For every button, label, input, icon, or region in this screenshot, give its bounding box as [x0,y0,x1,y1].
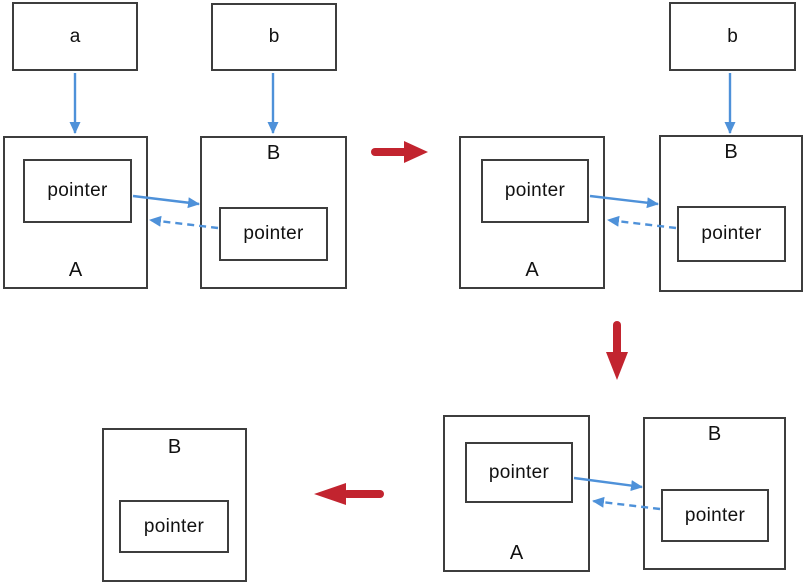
pointer-label: pointer [243,223,304,244]
object-box-A-step2: pointer A [459,136,605,289]
step-arrow-down-head [606,352,628,380]
step-arrow-down-icon [606,321,628,380]
pointer-label: pointer [488,461,550,483]
var-label-b: b [727,25,738,47]
pointer-box-A-step2: pointer [481,159,589,223]
pointer-box-B-step2: pointer [677,206,786,262]
object-label-B: B [266,142,281,164]
object-label-A: A [509,542,524,564]
pointer-box-B-step4: pointer [119,500,229,553]
pointer-label: pointer [701,223,762,244]
object-box-A-step1: pointer A [3,136,148,289]
step-arrow-right-head [404,141,428,163]
step-arrow-right-icon [371,141,428,163]
object-label-A: A [68,259,83,281]
pointer-label: pointer [684,504,746,526]
object-box-B-step4: B pointer [102,428,247,582]
step-arrow-left-head [314,483,346,505]
object-box-A-step3: pointer A [443,415,590,572]
object-box-B-step1: B pointer [200,136,347,289]
object-box-B-step3: B pointer [643,417,786,570]
object-label-B: B [167,436,182,458]
pointer-box-A-step1: pointer [23,159,132,223]
pointer-label: pointer [504,180,566,201]
pointer-box-B-step1: pointer [219,207,328,261]
object-label-B: B [707,423,722,445]
object-label-B: B [724,141,738,163]
step-arrow-left-icon [314,483,384,505]
var-label-b: b [268,26,280,47]
object-label-A: A [525,259,539,281]
object-box-B-step2: B pointer [659,135,803,292]
var-box-b-step2: b [669,2,796,71]
pointer-label: pointer [143,515,205,537]
pointer-label: pointer [47,180,108,201]
pointer-box-B-step3: pointer [661,489,769,542]
var-label-a: a [69,25,81,47]
var-box-b-step1: b [211,3,337,71]
pointer-box-A-step3: pointer [465,442,573,503]
var-box-a-step1: a [12,2,138,71]
